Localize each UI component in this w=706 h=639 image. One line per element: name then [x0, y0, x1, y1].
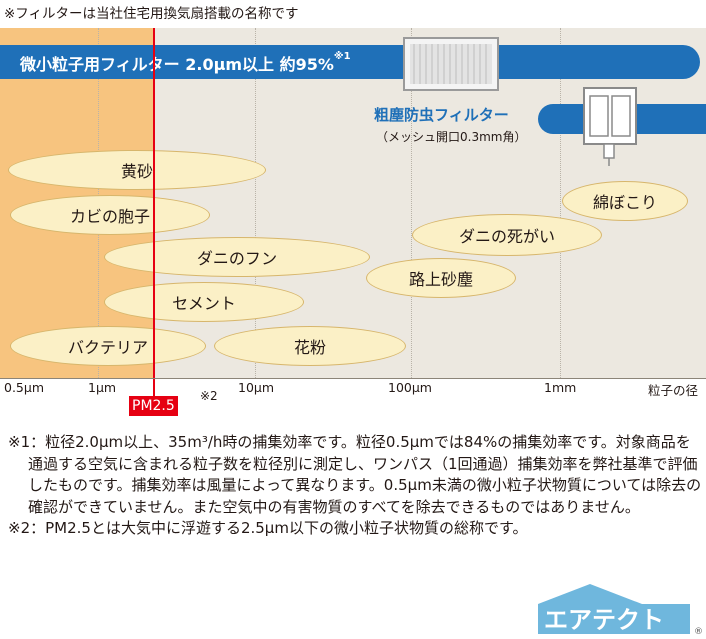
- footnote-2: ※2：PM2.5とは大気中に浮遊する2.5μm以下の微小粒子状物質の総称です。: [8, 519, 528, 537]
- x-axis-line: [0, 378, 706, 379]
- airtect-logo: エアテクト ®: [538, 584, 703, 637]
- gridline-1mm: [560, 28, 562, 378]
- particle-bacteria: バクテリア: [10, 326, 206, 366]
- gridline-100um: [411, 28, 413, 378]
- main-filter-label: 微小粒子用フィルター 2.0μm以上 約95%※1: [20, 51, 351, 75]
- coarse-filter-image: [583, 87, 637, 166]
- filter-image: [403, 37, 499, 91]
- footnote-1: ※1：粒径2.0μm以上、35m³/h時の捕集効率です。粒径0.5μmでは84%…: [8, 433, 702, 516]
- particle-mite-feces: ダニのフン: [104, 237, 370, 277]
- tick-label: 1mm: [544, 380, 577, 395]
- top-note: ※フィルターは当社住宅用換気扇搭載の名称です: [4, 6, 299, 22]
- main-filter-bar: [0, 45, 700, 79]
- particle-road-dust: 路上砂塵: [366, 258, 516, 298]
- main-filter-mark: ※1: [333, 51, 351, 62]
- particle-lint: 綿ぼこり: [562, 181, 688, 221]
- tick-label: 0.5μm: [4, 380, 45, 395]
- particle-pollen: 花粉: [214, 326, 406, 366]
- axis-title: 粒子の径: [648, 383, 699, 398]
- gridline-10um: [255, 28, 257, 378]
- particle-cement: セメント: [104, 282, 304, 322]
- coarse-filter-label: 粗塵防虫フィルター: [374, 106, 509, 124]
- particle-dead-mites: ダニの死がい: [412, 214, 602, 256]
- pm25-label: PM2.5: [129, 396, 178, 416]
- tick-label: 1μm: [88, 380, 117, 395]
- particle-yellow-sand: 黄砂: [8, 150, 266, 190]
- logo-text: エアテクト: [544, 606, 664, 634]
- pm25-note-mark: ※2: [200, 389, 218, 403]
- logo-registered-mark: ®: [694, 627, 703, 637]
- tick-label: 100μm: [388, 380, 432, 395]
- tick-label: 10μm: [238, 380, 275, 395]
- pm25-line: [153, 28, 155, 400]
- coarse-filter-sub: （メッシュ開口0.3mm角）: [376, 130, 527, 144]
- footnotes: ※1：粒径2.0μm以上、35m³/h時の捕集効率です。粒径0.5μmでは84%…: [8, 432, 702, 540]
- particle-mold-spore: カビの胞子: [10, 195, 210, 235]
- main-filter-label-text: 微小粒子用フィルター 2.0μm以上 約95%: [20, 55, 334, 74]
